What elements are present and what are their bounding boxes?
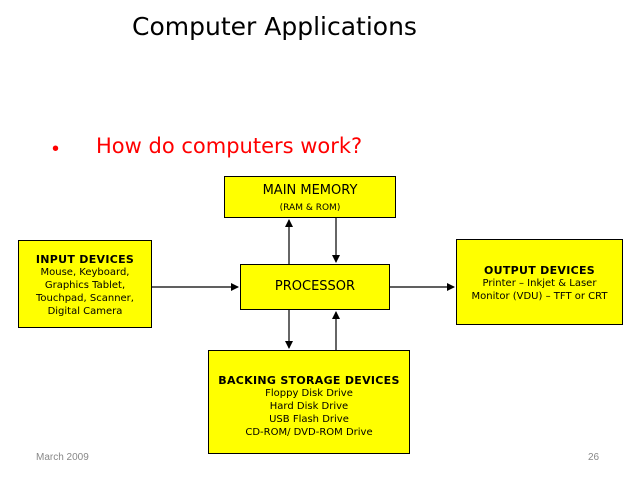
slide-subtitle: How do computers work? [96,134,363,158]
output-devices-title: OUTPUT DEVICES [483,264,596,277]
backing-storage-box: BACKING STORAGE DEVICES Floppy Disk Driv… [208,350,410,454]
backing-storage-title: BACKING STORAGE DEVICES [218,374,400,387]
main-memory-box: MAIN MEMORY (RAM & ROM) [224,176,396,218]
main-memory-title: MAIN MEMORY [262,183,358,198]
page-number: 26 [588,452,600,463]
output-devices-line: Monitor (VDU) – TFT or CRT [471,291,608,302]
bullet-marker: • [52,138,60,160]
footer-date: March 2009 [36,452,89,463]
input-devices-line: Touchpad, Scanner, [36,293,134,304]
backing-storage-line: USB Flash Drive [269,414,349,425]
input-devices-line: Graphics Tablet, [44,280,126,291]
backing-storage-line: Floppy Disk Drive [265,388,353,399]
input-devices-line: Mouse, Keyboard, [40,267,130,278]
output-devices-box: OUTPUT DEVICES Printer – Inkjet & Laser … [456,239,623,325]
main-memory-subtitle: (RAM & ROM) [279,203,341,213]
backing-storage-line: Hard Disk Drive [269,401,349,412]
processor-title: PROCESSOR [274,279,356,294]
input-devices-title: INPUT DEVICES [35,253,135,266]
slide-title: Computer Applications [132,12,417,41]
output-devices-line: Printer – Inkjet & Laser [482,278,597,289]
backing-storage-line: CD-ROM/ DVD-ROM Drive [245,427,373,438]
input-devices-box: INPUT DEVICES Mouse, Keyboard, Graphics … [18,240,152,328]
input-devices-line: Digital Camera [47,306,123,317]
processor-box: PROCESSOR [240,264,390,310]
